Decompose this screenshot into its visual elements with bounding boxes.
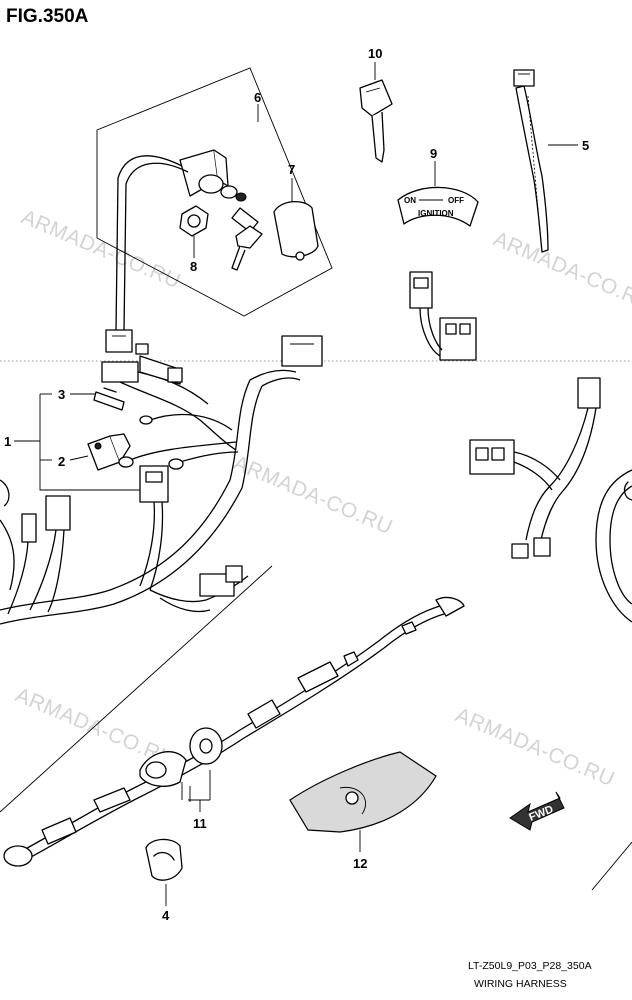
forward-direction-marker: FWD bbox=[509, 791, 565, 831]
ignition-key bbox=[359, 62, 393, 163]
watermark: ARMADA-CO.RU bbox=[452, 703, 618, 791]
callout-12: 12 bbox=[353, 856, 367, 871]
watermark: ARMADA-CO.RU bbox=[490, 227, 632, 315]
callout-8: 8 bbox=[190, 259, 197, 274]
callout-6: 6 bbox=[254, 90, 261, 105]
ignition-label-plate: ON OFF IGNITION bbox=[397, 161, 479, 227]
callout-9: 9 bbox=[430, 146, 437, 161]
switch-cover bbox=[273, 201, 319, 258]
callout-1: 1 bbox=[4, 434, 11, 449]
callout-4: 4 bbox=[162, 908, 170, 923]
callout-7: 7 bbox=[288, 162, 295, 177]
holder-pouch bbox=[289, 751, 437, 852]
callout-11: 11 bbox=[193, 816, 207, 831]
watermark: ARMADA-CO.RU bbox=[18, 205, 184, 293]
callout-2: 2 bbox=[58, 454, 65, 469]
ignition-switch-assembly bbox=[96, 67, 333, 355]
figure-name: WIRING HARNESS bbox=[474, 978, 567, 990]
wire-clamp bbox=[145, 838, 183, 906]
figure-title: FIG.350A bbox=[6, 6, 89, 27]
right-wiring-harness bbox=[469, 377, 632, 623]
figure-code: LT-Z50L9_P03_P28_350A bbox=[468, 960, 592, 972]
fuse bbox=[93, 391, 125, 411]
callout-3: 3 bbox=[58, 387, 65, 402]
callout-bracket-1 bbox=[14, 393, 140, 491]
callout-labels: 1 2 3 4 5 6 7 8 9 10 11 12 bbox=[4, 46, 589, 923]
callout-10: 10 bbox=[368, 46, 382, 61]
lead-wire-assembly bbox=[3, 596, 465, 867]
label-on: ON bbox=[404, 196, 416, 205]
cable-tie bbox=[513, 69, 578, 253]
watermark-group: ARMADA-CO.RU ARMADA-CO.RU ARMADA-CO.RU A… bbox=[12, 205, 632, 791]
harness-connectors-upper bbox=[409, 271, 477, 361]
assembly-outline-box bbox=[96, 67, 333, 317]
main-wiring-harness bbox=[0, 335, 323, 625]
leader-line bbox=[591, 841, 632, 891]
watermark: ARMADA-CO.RU bbox=[230, 451, 396, 539]
label-ignition: IGNITION bbox=[418, 209, 454, 218]
leader-line bbox=[0, 565, 273, 813]
callout-5: 5 bbox=[582, 138, 589, 153]
label-off: OFF bbox=[448, 196, 464, 205]
fwd-label: FWD bbox=[527, 803, 555, 824]
